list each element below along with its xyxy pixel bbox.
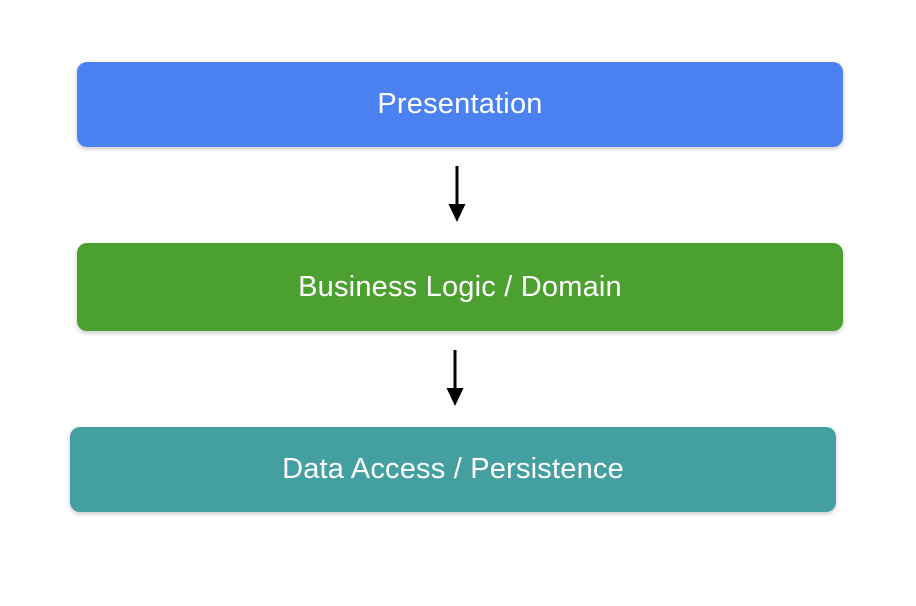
layer-label-business-logic: Business Logic / Domain <box>298 270 622 303</box>
arrow-down-icon <box>448 166 466 222</box>
layer-box-presentation: Presentation <box>77 62 843 147</box>
layer-box-business-logic: Business Logic / Domain <box>77 243 843 331</box>
arrow-down-icon <box>446 350 464 406</box>
arrow-head <box>448 204 466 222</box>
arrow-head <box>446 388 464 406</box>
layer-label-data-access: Data Access / Persistence <box>282 453 624 485</box>
layer-label-presentation: Presentation <box>377 88 543 120</box>
layer-box-data-access: Data Access / Persistence <box>70 427 836 512</box>
